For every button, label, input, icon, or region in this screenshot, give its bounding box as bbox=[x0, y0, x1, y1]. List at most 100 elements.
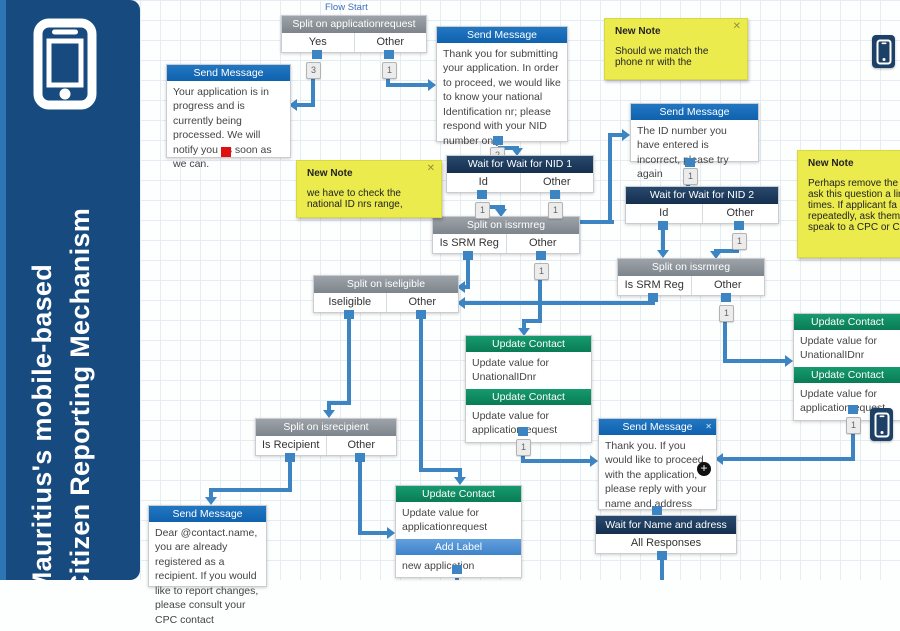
branch-id[interactable]: Id bbox=[659, 207, 669, 219]
exit-stub[interactable] bbox=[493, 136, 503, 145]
exit-stub[interactable] bbox=[312, 50, 322, 59]
send-message-title[interactable]: Send Message ✕ bbox=[599, 419, 716, 435]
node-wait-nid2[interactable]: Wait for Wait for NID 2 Id Other bbox=[625, 186, 779, 224]
node-send-message-incorrect[interactable]: Send Message The ID number you have ente… bbox=[630, 103, 759, 180]
split-node-title[interactable]: Split on issrmreg bbox=[433, 217, 579, 234]
branch-yes[interactable]: Yes bbox=[308, 36, 327, 48]
exit-stub[interactable] bbox=[463, 251, 473, 260]
send-message-title[interactable]: Send Message bbox=[149, 506, 266, 522]
exit-stub[interactable] bbox=[536, 251, 546, 260]
branch-other[interactable]: Other bbox=[385, 293, 459, 312]
exit-stub[interactable] bbox=[477, 190, 487, 199]
exit-count-badge[interactable]: 1 bbox=[846, 417, 861, 434]
phone-icon bbox=[33, 18, 97, 110]
node-update-contact-label[interactable]: Update Contact Update value for applicat… bbox=[395, 485, 522, 579]
send-message-title[interactable]: Send Message bbox=[167, 65, 290, 81]
exit-stub[interactable] bbox=[721, 293, 731, 302]
update-contact-title[interactable]: Update Contact bbox=[794, 366, 900, 383]
branch-id[interactable]: Id bbox=[478, 176, 488, 188]
branch-other[interactable]: Other bbox=[690, 276, 765, 295]
wait-node-title[interactable]: Wait for Wait for NID 2 bbox=[626, 187, 778, 204]
update-contact-title[interactable]: Update Contact bbox=[396, 486, 521, 502]
exit-stub[interactable] bbox=[384, 50, 394, 59]
send-message-title[interactable]: Send Message bbox=[437, 27, 567, 43]
node-update-contact-right[interactable]: Update Contact Update value for Unationa… bbox=[793, 313, 900, 421]
exit-count-badge[interactable]: 1 bbox=[719, 305, 734, 322]
connector-arrow bbox=[785, 355, 793, 367]
exit-count-badge[interactable]: 3 bbox=[306, 62, 321, 79]
send-message-title[interactable]: Send Message bbox=[631, 104, 758, 120]
exit-count-badge[interactable]: 1 bbox=[732, 233, 747, 250]
wait-node-title[interactable]: Wait for Name and adress bbox=[596, 516, 736, 534]
node-split-issrmreg-2[interactable]: Split on issrmreg Is SRM Reg Other bbox=[617, 258, 765, 296]
close-icon[interactable]: ✕ bbox=[426, 163, 435, 174]
add-label-title[interactable]: Add Label bbox=[396, 538, 521, 555]
close-icon[interactable]: ✕ bbox=[705, 422, 712, 431]
branch-other[interactable]: Other bbox=[353, 33, 427, 52]
node-update-contact-mid[interactable]: Update Contact Update value for Unationa… bbox=[465, 335, 592, 443]
branch-is-srm-reg[interactable]: Is SRM Reg bbox=[624, 279, 684, 291]
exit-stub[interactable] bbox=[848, 405, 858, 414]
exit-stub[interactable] bbox=[416, 310, 426, 319]
split-node-title[interactable]: Split on iseligible bbox=[314, 276, 458, 293]
note-body: we have to check the national ID nrs ran… bbox=[307, 188, 403, 210]
exit-count-badge[interactable]: 1 bbox=[382, 62, 397, 79]
connector-arrow bbox=[657, 250, 669, 258]
exit-stub[interactable] bbox=[734, 221, 744, 230]
sidebar-title: Mauritius's mobile-based Citizen Reporti… bbox=[24, 208, 100, 580]
exit-count-badge[interactable]: 1 bbox=[534, 263, 549, 280]
exit-stub[interactable] bbox=[550, 190, 560, 199]
exit-stub[interactable] bbox=[685, 158, 695, 167]
update-contact-title[interactable]: Update Contact bbox=[466, 388, 591, 405]
exit-count-badge[interactable]: 1 bbox=[548, 202, 563, 219]
node-split-isrecipient[interactable]: Split on isrecipient Is Recipient Other bbox=[255, 418, 397, 456]
split-node-title[interactable]: Split on isrecipient bbox=[256, 419, 396, 436]
node-send-message-dear[interactable]: Send Message Dear @contact.name, you are… bbox=[148, 505, 267, 626]
update-contact-title[interactable]: Update Contact bbox=[466, 336, 591, 352]
node-split-issrmreg-1[interactable]: Split on issrmreg Is SRM Reg Other bbox=[432, 216, 580, 254]
node-wait-name-adress[interactable]: Wait for Name and adress All Responses bbox=[595, 515, 737, 554]
sticky-note-check-nid[interactable]: ✕ New Note we have to check the national… bbox=[296, 160, 442, 218]
branch-other[interactable]: Other bbox=[701, 204, 779, 223]
update-contact-title[interactable]: Update Contact bbox=[794, 314, 900, 330]
exit-stub[interactable] bbox=[658, 221, 668, 230]
split-node-title[interactable]: Split on issrmreg bbox=[618, 259, 764, 276]
branch-other[interactable]: Other bbox=[519, 173, 594, 192]
branch-other[interactable]: Other bbox=[505, 234, 580, 253]
node-wait-nid1[interactable]: Wait for Wait for NID 1 Id Other bbox=[446, 155, 594, 193]
connector-arrow bbox=[457, 297, 465, 309]
exit-stub[interactable] bbox=[657, 551, 667, 560]
exit-count-badge[interactable]: 1 bbox=[475, 202, 490, 219]
sticky-note-match-phone[interactable]: ✕ New Note Should we match the phone nr … bbox=[604, 18, 748, 80]
phone-icon bbox=[874, 412, 889, 437]
exit-count-badge[interactable]: 1 bbox=[683, 168, 698, 185]
branch-all-responses[interactable]: All Responses bbox=[630, 537, 702, 549]
sticky-note-remove-loop[interactable]: New Note Perhaps remove the loop re-ask … bbox=[797, 150, 900, 258]
connector-line bbox=[538, 277, 542, 323]
wait-node-title[interactable]: Wait for Wait for NID 1 bbox=[447, 156, 593, 173]
phone-preview-button[interactable] bbox=[870, 408, 893, 441]
phone-preview-button[interactable] bbox=[872, 35, 895, 68]
exit-stub[interactable] bbox=[355, 453, 365, 462]
exit-stub[interactable] bbox=[344, 310, 354, 319]
exit-stub[interactable] bbox=[518, 427, 528, 436]
exit-stub[interactable] bbox=[285, 453, 295, 462]
node-send-message-progress[interactable]: Send Message Your application is in prog… bbox=[166, 64, 291, 170]
exit-stub[interactable] bbox=[652, 506, 662, 515]
branch-iseligible[interactable]: Iseligible bbox=[328, 296, 372, 308]
close-icon[interactable]: ✕ bbox=[732, 21, 741, 32]
branch-is-recipient[interactable]: Is Recipient bbox=[262, 439, 320, 451]
split-node-title[interactable]: Split on applicationrequest bbox=[282, 16, 426, 33]
node-send-message-proceed[interactable]: Send Message ✕ Thank you. If you would l… bbox=[598, 418, 717, 510]
exit-count-badge[interactable]: 1 bbox=[516, 439, 531, 456]
branch-is-srm-reg[interactable]: Is SRM Reg bbox=[439, 237, 499, 249]
branch-other[interactable]: Other bbox=[325, 436, 397, 455]
exit-stub[interactable] bbox=[648, 293, 658, 302]
exit-stub[interactable] bbox=[452, 565, 462, 574]
node-split-iseligible[interactable]: Split on iseligible Iseligible Other bbox=[313, 275, 459, 313]
note-body: Should we match the phone nr with the bbox=[615, 46, 709, 68]
plus-button[interactable]: + bbox=[697, 462, 711, 476]
node-split-applicationrequest[interactable]: Split on applicationrequest Yes Other bbox=[281, 15, 427, 53]
node-send-message-submit[interactable]: Send Message Thank you for submitting yo… bbox=[436, 26, 568, 147]
